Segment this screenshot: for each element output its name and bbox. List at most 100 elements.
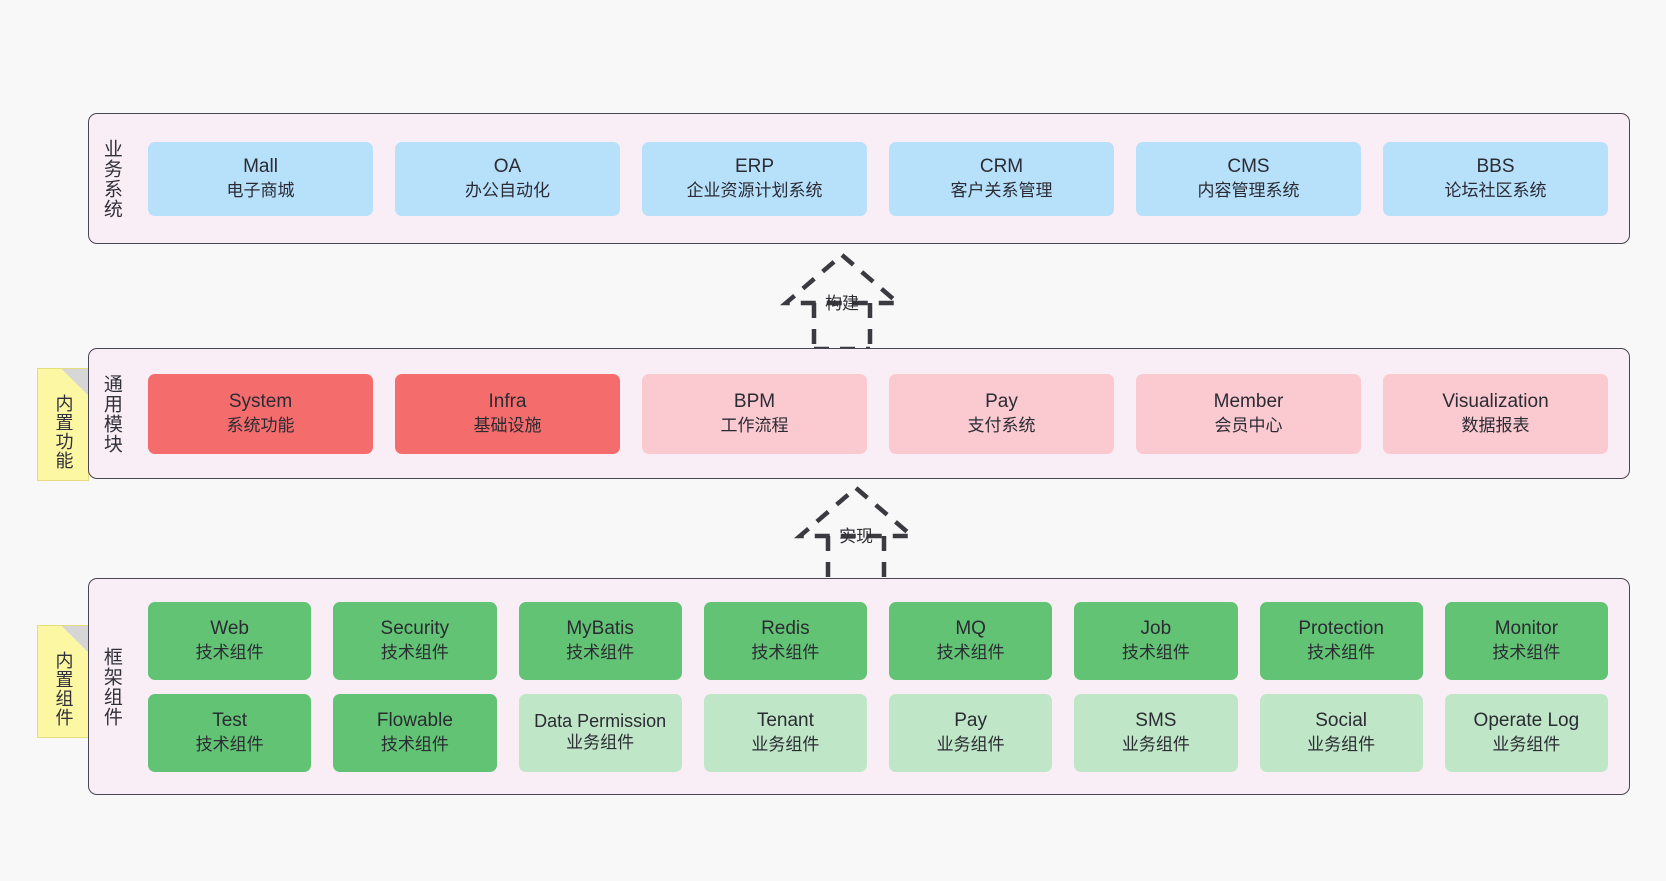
card-system[interactable]: System 系统功能 — [148, 373, 373, 454]
card-title: Visualization — [1442, 391, 1549, 413]
common-card-row: System 系统功能 Infra 基础设施 BPM 工作流程 Pay 支付系统… — [133, 349, 1629, 478]
card-title: Operate Log — [1473, 710, 1580, 732]
card-infra[interactable]: Infra 基础设施 — [395, 373, 620, 454]
card-cms[interactable]: CMS 内容管理系统 — [1136, 141, 1361, 216]
card-title: Pay — [985, 391, 1018, 413]
framework-card-grid: Web 技术组件 Security 技术组件 MyBatis 技术组件 Redi… — [133, 579, 1629, 794]
card-title: Flowable — [376, 710, 453, 732]
card-member[interactable]: Member 会员中心 — [1136, 373, 1361, 454]
card-mall[interactable]: Mall 电子商城 — [148, 141, 373, 216]
card-subtitle: 会员中心 — [1214, 415, 1283, 435]
card-subtitle: 内容管理系统 — [1197, 180, 1300, 200]
card-title: Web — [210, 618, 249, 640]
card-subtitle: 技术组件 — [566, 642, 635, 662]
card-title: Tenant — [756, 710, 814, 732]
card-subtitle: 技术组件 — [751, 642, 820, 662]
card-tenant[interactable]: Tenant 业务组件 — [703, 693, 867, 772]
card-subtitle: 技术组件 — [936, 642, 1005, 662]
card-title: CMS — [1227, 156, 1270, 178]
card-title: Mall — [243, 156, 278, 178]
card-subtitle: 办公自动化 — [465, 180, 550, 200]
card-mybatis[interactable]: MyBatis 技术组件 — [518, 601, 682, 680]
note-label: 内置功能 — [53, 393, 74, 470]
card-subtitle: 企业资源计划系统 — [686, 180, 823, 200]
card-title: MQ — [955, 618, 986, 640]
section-framework-components: 框架组件 Web 技术组件 Security 技术组件 MyBatis 技术组件… — [88, 578, 1630, 795]
card-subtitle: 技术组件 — [195, 642, 264, 662]
card-title: BPM — [733, 391, 776, 413]
card-erp[interactable]: ERP 企业资源计划系统 — [642, 141, 867, 216]
card-subtitle: 技术组件 — [1307, 642, 1376, 662]
business-card-row: Mall 电子商城 OA 办公自动化 ERP 企业资源计划系统 CRM 客户关系… — [133, 114, 1629, 243]
framework-card-row-tech: Web 技术组件 Security 技术组件 MyBatis 技术组件 Redi… — [137, 601, 1619, 680]
card-protection[interactable]: Protection 技术组件 — [1259, 601, 1423, 680]
card-title: Pay — [954, 710, 987, 732]
card-bbs[interactable]: BBS 论坛社区系统 — [1383, 141, 1608, 216]
card-title: SMS — [1135, 710, 1177, 732]
card-subtitle: 技术组件 — [380, 734, 449, 754]
card-title: Infra — [488, 391, 527, 413]
card-test[interactable]: Test 技术组件 — [148, 693, 312, 772]
card-security[interactable]: Security 技术组件 — [333, 601, 497, 680]
card-subtitle: 客户关系管理 — [950, 180, 1053, 200]
connector-implement: 实现 — [766, 485, 946, 586]
card-sms[interactable]: SMS 业务组件 — [1074, 693, 1238, 772]
card-data-permission[interactable]: Data Permission 业务组件 — [518, 693, 682, 772]
note-fold-corner — [62, 369, 88, 395]
card-subtitle: 业务组件 — [566, 733, 635, 753]
card-crm[interactable]: CRM 客户关系管理 — [889, 141, 1114, 216]
card-subtitle: 技术组件 — [195, 734, 264, 754]
card-pay-module[interactable]: Pay 支付系统 — [889, 373, 1114, 454]
card-title: CRM — [979, 156, 1024, 178]
note-builtin-component: 内置组件 — [37, 625, 89, 738]
card-pay-component[interactable]: Pay 业务组件 — [889, 693, 1053, 772]
card-subtitle: 业务组件 — [1307, 734, 1376, 754]
card-title: OA — [493, 156, 522, 178]
card-subtitle: 技术组件 — [1121, 642, 1190, 662]
note-builtin-function: 内置功能 — [37, 368, 89, 481]
card-social[interactable]: Social 业务组件 — [1259, 693, 1423, 772]
card-title: Data Permission — [534, 710, 667, 731]
connector-build: 构建 — [752, 252, 932, 353]
section-label-framework: 框架组件 — [100, 646, 122, 727]
card-web[interactable]: Web 技术组件 — [148, 601, 312, 680]
card-title: Security — [380, 618, 450, 640]
card-operate-log[interactable]: Operate Log 业务组件 — [1444, 693, 1608, 772]
card-subtitle: 支付系统 — [967, 415, 1036, 435]
card-job[interactable]: Job 技术组件 — [1074, 601, 1238, 680]
card-title: MyBatis — [566, 618, 634, 640]
card-subtitle: 技术组件 — [380, 642, 449, 662]
card-flowable[interactable]: Flowable 技术组件 — [333, 693, 497, 772]
card-subtitle: 系统功能 — [226, 415, 295, 435]
card-subtitle: 技术组件 — [1492, 642, 1561, 662]
card-title: Member — [1213, 391, 1284, 413]
card-subtitle: 业务组件 — [936, 734, 1005, 754]
section-business-systems: 业务系统 Mall 电子商城 OA 办公自动化 ERP 企业资源计划系统 CRM… — [88, 113, 1630, 244]
framework-card-row-business: Test 技术组件 Flowable 技术组件 Data Permission … — [137, 693, 1619, 772]
card-title: System — [228, 391, 293, 413]
card-monitor[interactable]: Monitor 技术组件 — [1444, 601, 1608, 680]
card-subtitle: 论坛社区系统 — [1444, 180, 1547, 200]
card-title: Social — [1315, 710, 1367, 732]
card-visualization[interactable]: Visualization 数据报表 — [1383, 373, 1608, 454]
card-subtitle: 业务组件 — [1492, 734, 1561, 754]
card-subtitle: 业务组件 — [751, 734, 820, 754]
card-subtitle: 工作流程 — [720, 415, 789, 435]
card-title: Redis — [761, 618, 810, 640]
card-title: ERP — [734, 156, 775, 178]
card-subtitle: 基础设施 — [473, 415, 542, 435]
section-label-business: 业务系统 — [100, 138, 122, 219]
card-bpm[interactable]: BPM 工作流程 — [642, 373, 867, 454]
card-subtitle: 业务组件 — [1121, 734, 1190, 754]
card-title: Test — [212, 710, 248, 732]
card-title: Protection — [1298, 618, 1384, 640]
card-title: Monitor — [1494, 618, 1559, 640]
card-redis[interactable]: Redis 技术组件 — [703, 601, 867, 680]
card-mq[interactable]: MQ 技术组件 — [889, 601, 1053, 680]
section-common-modules: 通用模块 System 系统功能 Infra 基础设施 BPM 工作流程 Pay… — [88, 348, 1630, 479]
connector-implement-label: 实现 — [839, 527, 873, 546]
card-title: BBS — [1476, 156, 1515, 178]
card-oa[interactable]: OA 办公自动化 — [395, 141, 620, 216]
card-title: Job — [1140, 618, 1172, 640]
